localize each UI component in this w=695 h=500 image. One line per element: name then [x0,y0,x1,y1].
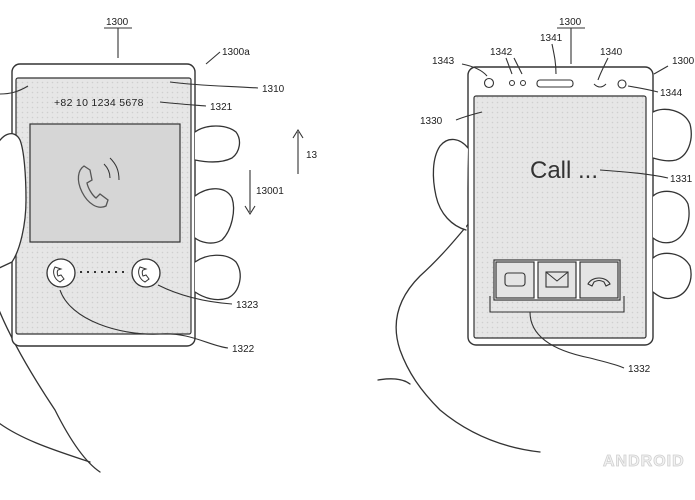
leader-1340 [597,57,609,81]
label-1343: 1343 [432,56,455,67]
message-icon [545,271,569,288]
leader-1300-alt [653,65,669,75]
left-thumb [0,133,27,269]
label-1322: 1322 [232,344,255,355]
right-phone-display [473,95,647,339]
keypad-icon [504,272,526,287]
label-1330: 1330 [420,116,443,127]
leader-1322 [59,289,229,349]
leader-1330 [455,111,483,121]
leader-1343 [461,63,488,77]
leader-1332 [529,311,625,369]
leader-1321 [159,101,207,107]
leader-1331 [599,169,669,179]
label-1300-left: 1300 [106,17,129,28]
message-button[interactable] [537,261,577,299]
speaker-grille-icon [536,79,574,88]
reject-call-icon [138,266,150,283]
left-finger-3 [194,254,241,301]
left-finger-1 [194,125,241,163]
left-sensor-icon [483,77,495,89]
label-13001: 13001 [256,186,284,197]
left-device-figure: 1300 1300a 1310 +82 10 1234 5678 1321 13… [0,17,318,473]
leader-1341 [551,43,557,75]
right-device-figure: Call ... 1300 1341 [377,17,695,453]
label-1341: 1341 [540,33,563,44]
right-finger-1 [652,108,692,162]
label-1332: 1332 [628,364,651,375]
right-thumb [432,138,469,231]
accept-call-icon [53,266,65,283]
left-finger-2 [194,188,235,244]
buttons-bracket [489,296,625,313]
label-1300-right: 1300 [559,17,582,28]
reject-call-button[interactable] [131,258,161,288]
label-1300-alt: 1300 [672,56,695,67]
right-finger-2 [652,190,690,244]
label-1340: 1340 [600,47,623,58]
label-13-edge: 13 [306,150,318,161]
label-1300a: 1300a [222,47,250,58]
incoming-call-icon [77,157,120,208]
left-hand-palm [0,422,91,463]
left-caller-card [29,123,181,243]
end-call-button[interactable] [579,261,619,299]
right-finger-3 [652,252,692,300]
phone-number-text: +82 10 1234 5678 [54,97,144,109]
direction-arrows [244,128,304,216]
label-1321: 1321 [210,102,233,113]
leader-1344 [627,85,659,93]
leader-1310 [169,81,259,89]
leader-edge-left [0,85,29,95]
label-1344: 1344 [660,88,683,99]
right-hand-wrist [377,378,411,385]
sensor-dot-1 [509,80,515,86]
right-sensor-icon [617,79,627,89]
leader-1342b [513,57,523,75]
leader-1323 [157,284,233,305]
sensor-dot-2 [520,80,526,86]
label-1342: 1342 [490,47,513,58]
label-1323: 1323 [236,300,259,311]
label-1310: 1310 [262,84,285,95]
watermark-text: ANDROID [603,453,685,470]
left-hand-wrist [0,308,101,473]
accept-call-button[interactable] [46,258,76,288]
leader-1342a [505,57,513,75]
camera-mark [593,83,607,88]
call-status-text: Call ... [530,157,598,184]
label-1331: 1331 [670,174,693,185]
end-call-icon [587,277,611,287]
keypad-button[interactable] [495,261,535,299]
leader-1300a [205,51,221,65]
